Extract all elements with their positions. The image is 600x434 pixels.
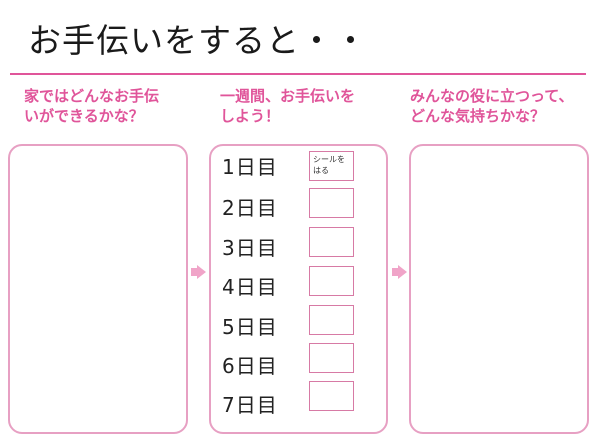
question-line: 一週間、お手伝いを	[220, 87, 356, 105]
sticker-box-day5[interactable]	[309, 305, 354, 335]
question-line: どんな気持ちかな？	[410, 107, 546, 125]
sticker-box-day1[interactable]: シールを はる	[309, 151, 354, 181]
question-weekly-chores: 一週間、お手伝いを しよう！	[220, 86, 355, 126]
arrow-right-icon	[191, 265, 206, 279]
day-label: 4日目	[222, 275, 278, 299]
title-underline	[10, 73, 586, 75]
day-label: 1日目	[222, 155, 278, 179]
arrow-right-icon	[392, 265, 407, 279]
sticker-hint-line: シールを	[313, 155, 345, 164]
question-feelings: みんなの役に立つって、 どんな気持ちかな？	[410, 86, 574, 126]
sticker-box-day3[interactable]	[309, 227, 354, 257]
question-line: みんなの役に立つって、	[410, 87, 574, 105]
day-label: 2日目	[222, 196, 278, 220]
question-line: いができるかな？	[24, 107, 144, 125]
sticker-hint-line: はる	[313, 166, 329, 175]
sticker-box-day7[interactable]	[309, 381, 354, 411]
sticker-hint: シールを はる	[313, 154, 345, 176]
page-title: お手伝いをすると・・	[28, 21, 368, 60]
answer-panel-feelings[interactable]	[409, 144, 589, 434]
day-label: 7日目	[222, 393, 278, 417]
question-household-chores: 家ではどんなお手伝 いができるかな？	[24, 86, 159, 126]
day-label: 6日目	[222, 354, 278, 378]
answer-panel-chores[interactable]	[8, 144, 188, 434]
sticker-box-day2[interactable]	[309, 188, 354, 218]
sticker-box-day6[interactable]	[309, 343, 354, 373]
question-line: しよう！	[220, 107, 281, 125]
day-label: 3日目	[222, 236, 278, 260]
question-line: 家ではどんなお手伝	[24, 87, 160, 105]
sticker-box-day4[interactable]	[309, 266, 354, 296]
day-label: 5日目	[222, 315, 278, 339]
